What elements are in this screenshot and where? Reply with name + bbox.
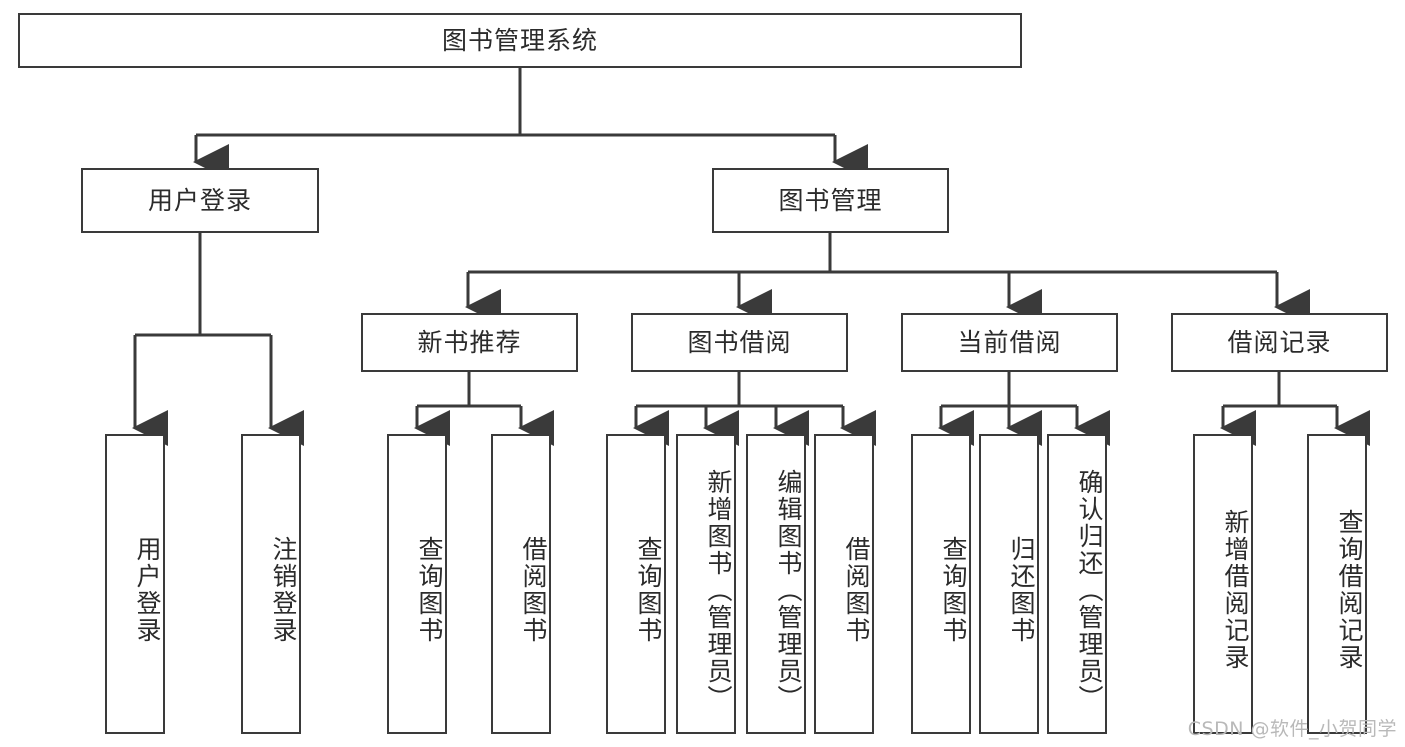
leaf-borrow-records-query-record[interactable]: 查询借阅记录 — [1307, 434, 1367, 734]
node-user-login[interactable]: 用户登录 — [81, 168, 319, 233]
node-label: 图书借阅 — [687, 327, 792, 357]
leaf-new-book-borrow-book[interactable]: 借阅图书 — [491, 434, 551, 734]
node-new-book-recommend[interactable]: 新书推荐 — [361, 313, 578, 372]
leaf-book-borrow-borrow-book[interactable]: 借阅图书 — [814, 434, 874, 734]
node-book-borrow[interactable]: 图书借阅 — [631, 313, 848, 372]
leaf-book-borrow-add-book-admin[interactable]: 新增图书（管理员） — [676, 434, 736, 734]
node-label: 借阅图书 — [842, 536, 871, 644]
node-label: 新增借阅记录 — [1221, 509, 1250, 671]
node-root-book-management-system[interactable]: 图书管理系统 — [18, 13, 1022, 68]
node-label: 当前借阅 — [957, 327, 1062, 357]
watermark: CSDN @软件_小贺同学 — [1187, 718, 1397, 740]
node-label: 用户登录 — [133, 536, 162, 644]
leaf-user-login-login[interactable]: 用户登录 — [105, 434, 165, 734]
node-label: 注销登录 — [269, 536, 298, 644]
node-label: 借阅记录 — [1227, 327, 1332, 357]
leaf-current-borrow-query-book[interactable]: 查询图书 — [911, 434, 971, 734]
node-label: 查询图书 — [634, 536, 663, 644]
leaf-user-login-logout[interactable]: 注销登录 — [241, 434, 301, 734]
leaf-borrow-records-add-record[interactable]: 新增借阅记录 — [1193, 434, 1253, 734]
node-label: 查询借阅记录 — [1335, 509, 1364, 671]
node-label: 新增图书（管理员） — [704, 468, 733, 712]
leaf-book-borrow-query-book[interactable]: 查询图书 — [606, 434, 666, 734]
leaf-current-borrow-return-book[interactable]: 归还图书 — [979, 434, 1039, 734]
node-label: 借阅图书 — [519, 536, 548, 644]
leaf-current-borrow-confirm-return-admin[interactable]: 确认归还（管理员） — [1047, 434, 1107, 734]
node-label: 查询图书 — [415, 536, 444, 644]
node-label: 图书管理系统 — [441, 25, 598, 55]
node-current-borrow[interactable]: 当前借阅 — [901, 313, 1118, 372]
node-label: 编辑图书（管理员） — [774, 468, 803, 712]
node-borrow-records[interactable]: 借阅记录 — [1171, 313, 1388, 372]
node-label: 确认归还（管理员） — [1075, 468, 1104, 712]
node-label: 图书管理 — [778, 185, 883, 215]
leaf-book-borrow-edit-book-admin[interactable]: 编辑图书（管理员） — [746, 434, 806, 734]
node-book-management[interactable]: 图书管理 — [712, 168, 949, 233]
node-label: 新书推荐 — [417, 327, 522, 357]
node-label: 查询图书 — [939, 536, 968, 644]
node-label: 归还图书 — [1007, 536, 1036, 644]
leaf-new-book-query-book[interactable]: 查询图书 — [387, 434, 447, 734]
node-label: 用户登录 — [147, 185, 252, 215]
